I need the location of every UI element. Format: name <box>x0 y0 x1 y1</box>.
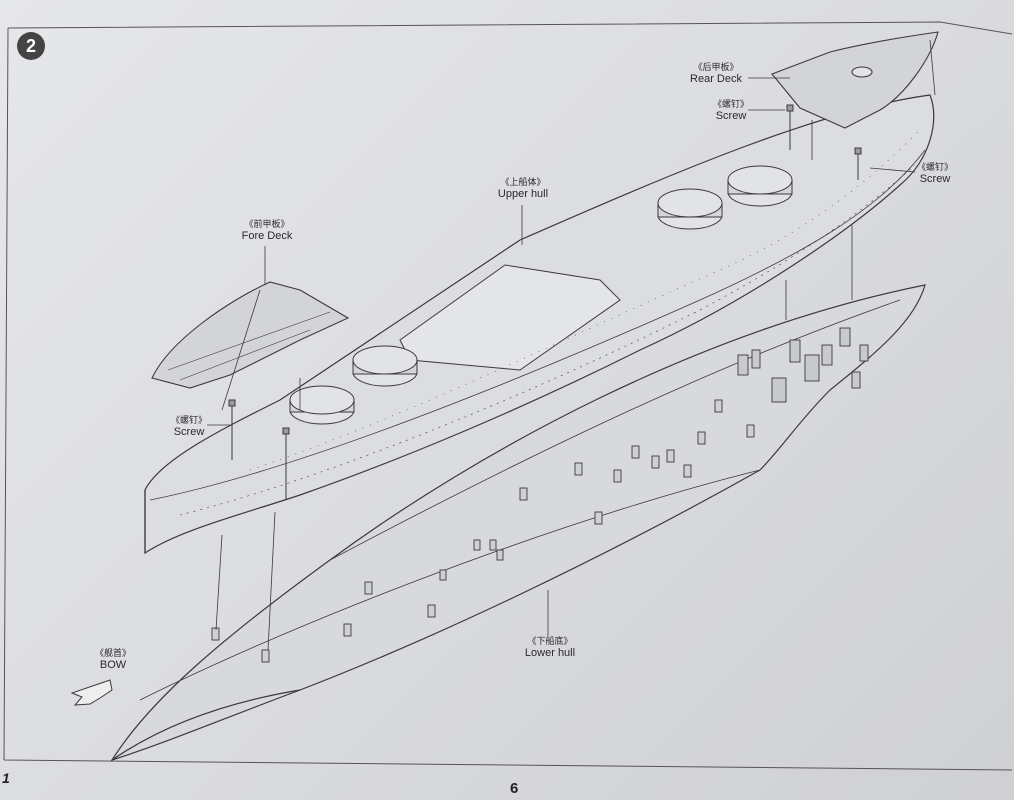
label-bow-en: BOW <box>99 659 127 672</box>
step-number-badge: 2 <box>17 32 45 60</box>
label-rear-deck-en: Rear Deck <box>690 73 742 86</box>
label-upper-hull-cn: 《上船体》 <box>500 178 546 188</box>
label-rear-deck-cn: 《后甲板》 <box>693 63 739 73</box>
label-lower-hull-cn: 《下船底》 <box>527 637 573 647</box>
label-screw-right-cn: 《螺钉》 <box>916 163 953 173</box>
previous-page-number: 1 <box>2 770 10 786</box>
upper-hull-part <box>144 94 935 555</box>
lower-hull-fittings <box>737 327 869 403</box>
label-screw-left-en: Screw <box>173 426 205 439</box>
screws <box>228 104 862 500</box>
label-fore-deck-cn: 《前甲板》 <box>244 220 290 230</box>
label-screw-left-cn: 《螺钉》 <box>170 416 207 426</box>
assembly-guides <box>215 39 936 651</box>
bow-arrow <box>70 679 113 706</box>
label-screw-right: 《螺钉》 Screw <box>908 163 962 186</box>
lower-hull-pegs <box>211 399 755 663</box>
label-screw-top-cn: 《螺钉》 <box>712 100 749 110</box>
label-screw-right-en: Screw <box>919 173 951 186</box>
label-upper-hull: 《上船体》 Upper hull <box>488 178 558 201</box>
label-screw-top-en: Screw <box>715 110 747 123</box>
label-screw-left: 《螺钉》 Screw <box>162 416 216 439</box>
label-lower-hull: 《下船底》 Lower hull <box>514 637 586 660</box>
rear-deck-part <box>771 31 939 129</box>
label-fore-deck-en: Fore Deck <box>241 230 293 243</box>
lower-hull-part <box>110 284 926 762</box>
fore-deck-part <box>151 281 350 389</box>
sheet-border <box>3 21 1013 771</box>
turret-rings <box>289 165 793 425</box>
label-screw-top: 《螺钉》 Screw <box>704 100 758 123</box>
label-bow-cn: 《舰首》 <box>94 649 131 659</box>
label-upper-hull-en: Upper hull <box>497 188 549 201</box>
page-number: 6 <box>510 780 519 797</box>
label-lower-hull-en: Lower hull <box>524 647 576 660</box>
label-rear-deck: 《后甲板》 Rear Deck <box>680 63 752 86</box>
label-fore-deck: 《前甲板》 Fore Deck <box>232 220 302 243</box>
leader-lines <box>207 77 916 636</box>
label-bow: 《舰首》 BOW <box>88 649 138 672</box>
